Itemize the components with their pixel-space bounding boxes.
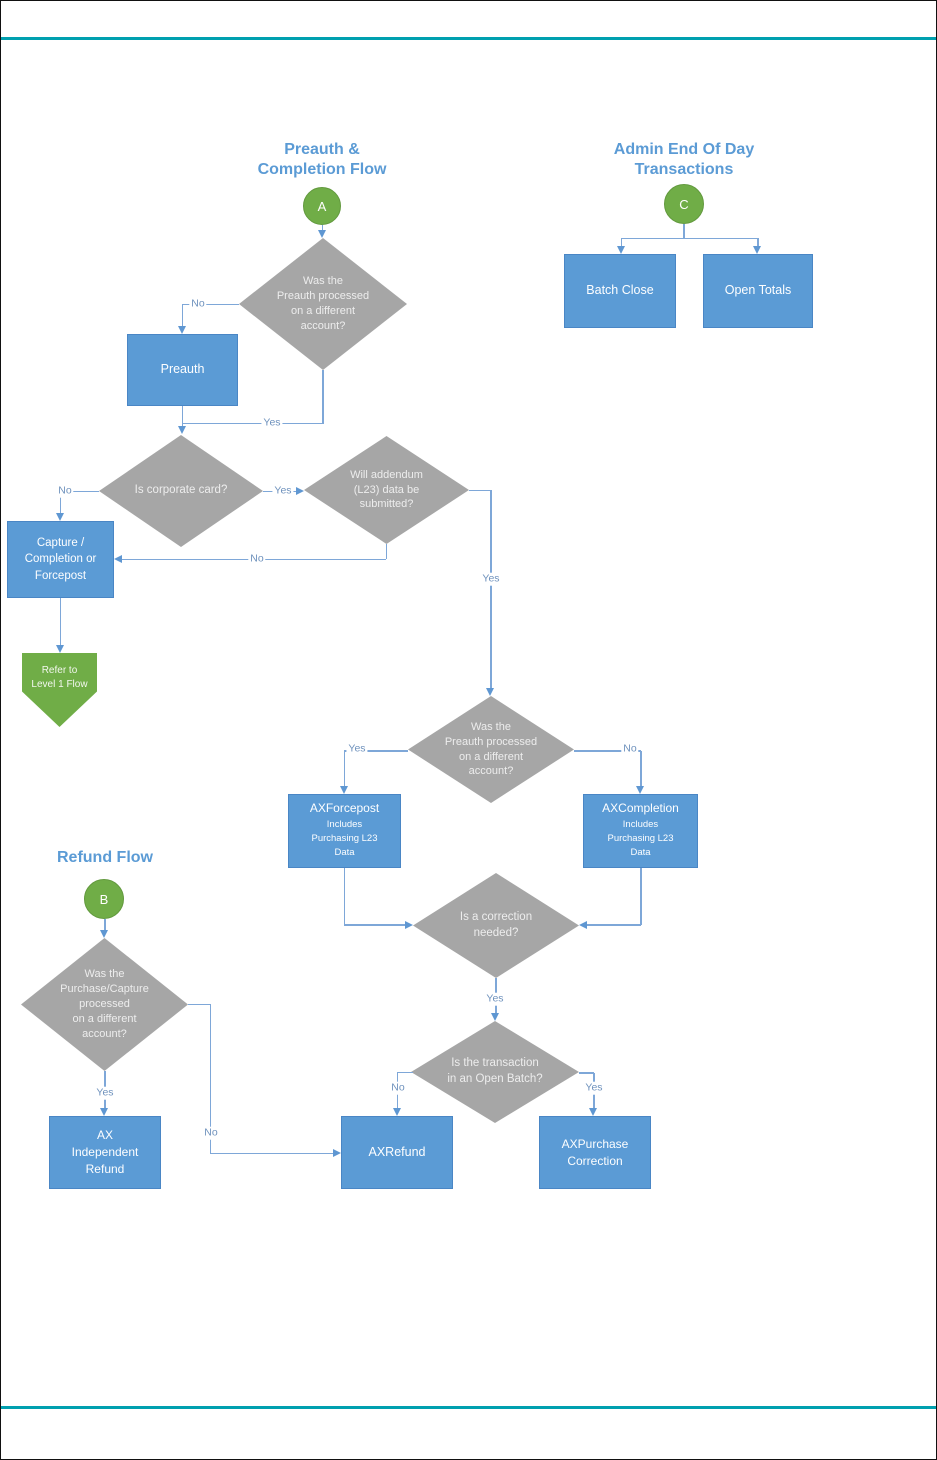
edge-label-yes: Yes	[346, 742, 368, 756]
edge-label-no: No	[248, 552, 266, 566]
decision-preauth-different-account: Was the Preauth processed on a different…	[239, 238, 407, 370]
top-rule	[1, 37, 936, 40]
arrowhead	[100, 1108, 108, 1116]
edge-label-yes: Yes	[480, 572, 502, 586]
arrowhead	[617, 246, 625, 254]
connector-segment	[182, 303, 239, 305]
edge-label-yes: Yes	[484, 992, 506, 1006]
arrowhead	[178, 326, 186, 334]
capture-completion-forcepost-box: Capture / Completion or Forcepost	[7, 521, 114, 598]
connector-segment	[621, 237, 758, 239]
connector-segment	[181, 304, 183, 326]
connector-segment	[683, 224, 685, 238]
ax-completion-title: AXCompletion	[602, 801, 679, 816]
ax-forcepost-title: AXForcepost	[309, 801, 380, 816]
preauth-flow-title: Preauth & Completion Flow	[257, 141, 387, 178]
connector-segment	[181, 406, 183, 426]
decision-correction-needed: Is a correction needed?	[413, 873, 579, 978]
connector-segment	[59, 491, 61, 513]
connector-segment	[188, 1003, 210, 1005]
edge-label-no: No	[621, 742, 639, 756]
open-totals-box: Open Totals	[703, 254, 813, 328]
decision-open-batch: Is the transaction in an Open Batch?	[411, 1021, 579, 1123]
refer-level1-flow-shape: Refer to Level 1 Flow	[22, 653, 97, 727]
arrowhead	[636, 786, 644, 794]
bottom-rule	[1, 1406, 936, 1409]
connector-segment	[579, 1072, 594, 1074]
arrowhead	[486, 688, 494, 696]
connector-segment	[574, 750, 641, 752]
admin-eod-title: Admin End Of Day Transactions	[613, 141, 755, 178]
arrowhead	[56, 513, 64, 521]
refund-flow-title: Refund Flow	[57, 849, 153, 866]
decision-addendum-l23: Will addendum (L23) data be submitted?	[304, 436, 469, 544]
connector-segment	[640, 751, 642, 786]
connector-segment	[321, 225, 323, 231]
ax-refund-box: AXRefund	[341, 1116, 453, 1189]
arrowhead	[753, 246, 761, 254]
decision-preauth-different-account-2: Was the Preauth processed on a different…	[408, 696, 574, 803]
connector-segment	[757, 238, 759, 246]
connector-segment	[322, 370, 324, 423]
edge-label-yes: Yes	[94, 1086, 116, 1100]
arrowhead	[318, 230, 326, 238]
edge-label-no: No	[202, 1126, 220, 1140]
connector-segment	[59, 598, 61, 645]
connector-badge-c: C	[664, 184, 704, 224]
connector-segment	[104, 919, 106, 930]
ax-forcepost-subtitle: Includes Purchasing L23 Data	[311, 818, 378, 859]
connector-segment	[385, 544, 388, 559]
edge-label-no: No	[189, 297, 207, 311]
edge-label-yes: Yes	[261, 416, 283, 430]
ax-completion-box: AXCompletion Includes Purchasing L23 Dat…	[583, 794, 698, 868]
connector-badge-b: B	[84, 879, 124, 919]
arrowhead	[579, 920, 587, 929]
connector-segment	[210, 1152, 334, 1154]
arrowhead	[333, 1149, 341, 1157]
connector-segment	[640, 868, 642, 925]
decision-purchase-capture-different-account: Was the Purchase/Capture processed on a …	[21, 938, 188, 1071]
ax-completion-subtitle: Includes Purchasing L23 Data	[607, 818, 674, 859]
arrowhead	[178, 426, 186, 434]
arrowhead	[340, 786, 348, 794]
connector-segment	[469, 489, 491, 491]
edge-label-no: No	[389, 1081, 407, 1095]
connector-badge-a: A	[303, 187, 341, 225]
arrowhead	[491, 1013, 499, 1021]
ax-purchase-correction-box: AXPurchase Correction	[539, 1116, 651, 1189]
connector-segment	[587, 924, 641, 926]
connector-segment	[344, 924, 405, 926]
edge-label-yes: Yes	[272, 484, 294, 498]
decision-corporate-card: Is corporate card?	[99, 435, 263, 547]
edge-label-yes: Yes	[583, 1081, 605, 1095]
connector-segment	[397, 1071, 413, 1073]
edge-label-no: No	[56, 484, 74, 498]
connector-segment	[344, 750, 408, 752]
connector-segment	[343, 751, 345, 786]
arrowhead	[114, 554, 122, 563]
connector-segment	[60, 490, 99, 492]
connector-segment	[620, 238, 622, 246]
connector-segment	[490, 490, 492, 688]
preauth-box: Preauth	[127, 334, 238, 406]
ax-independent-refund-box: AX Independent Refund	[49, 1116, 161, 1189]
connector-segment	[182, 422, 324, 424]
arrowhead	[589, 1108, 597, 1116]
arrowhead	[393, 1108, 401, 1116]
arrowhead	[296, 486, 304, 495]
ax-forcepost-box: AXForcepost Includes Purchasing L23 Data	[288, 794, 401, 868]
batch-close-box: Batch Close	[564, 254, 676, 328]
arrowhead	[100, 930, 108, 938]
connector-segment	[209, 1004, 211, 1153]
arrowhead	[56, 645, 64, 653]
connector-segment	[343, 868, 345, 925]
arrowhead	[405, 920, 413, 929]
